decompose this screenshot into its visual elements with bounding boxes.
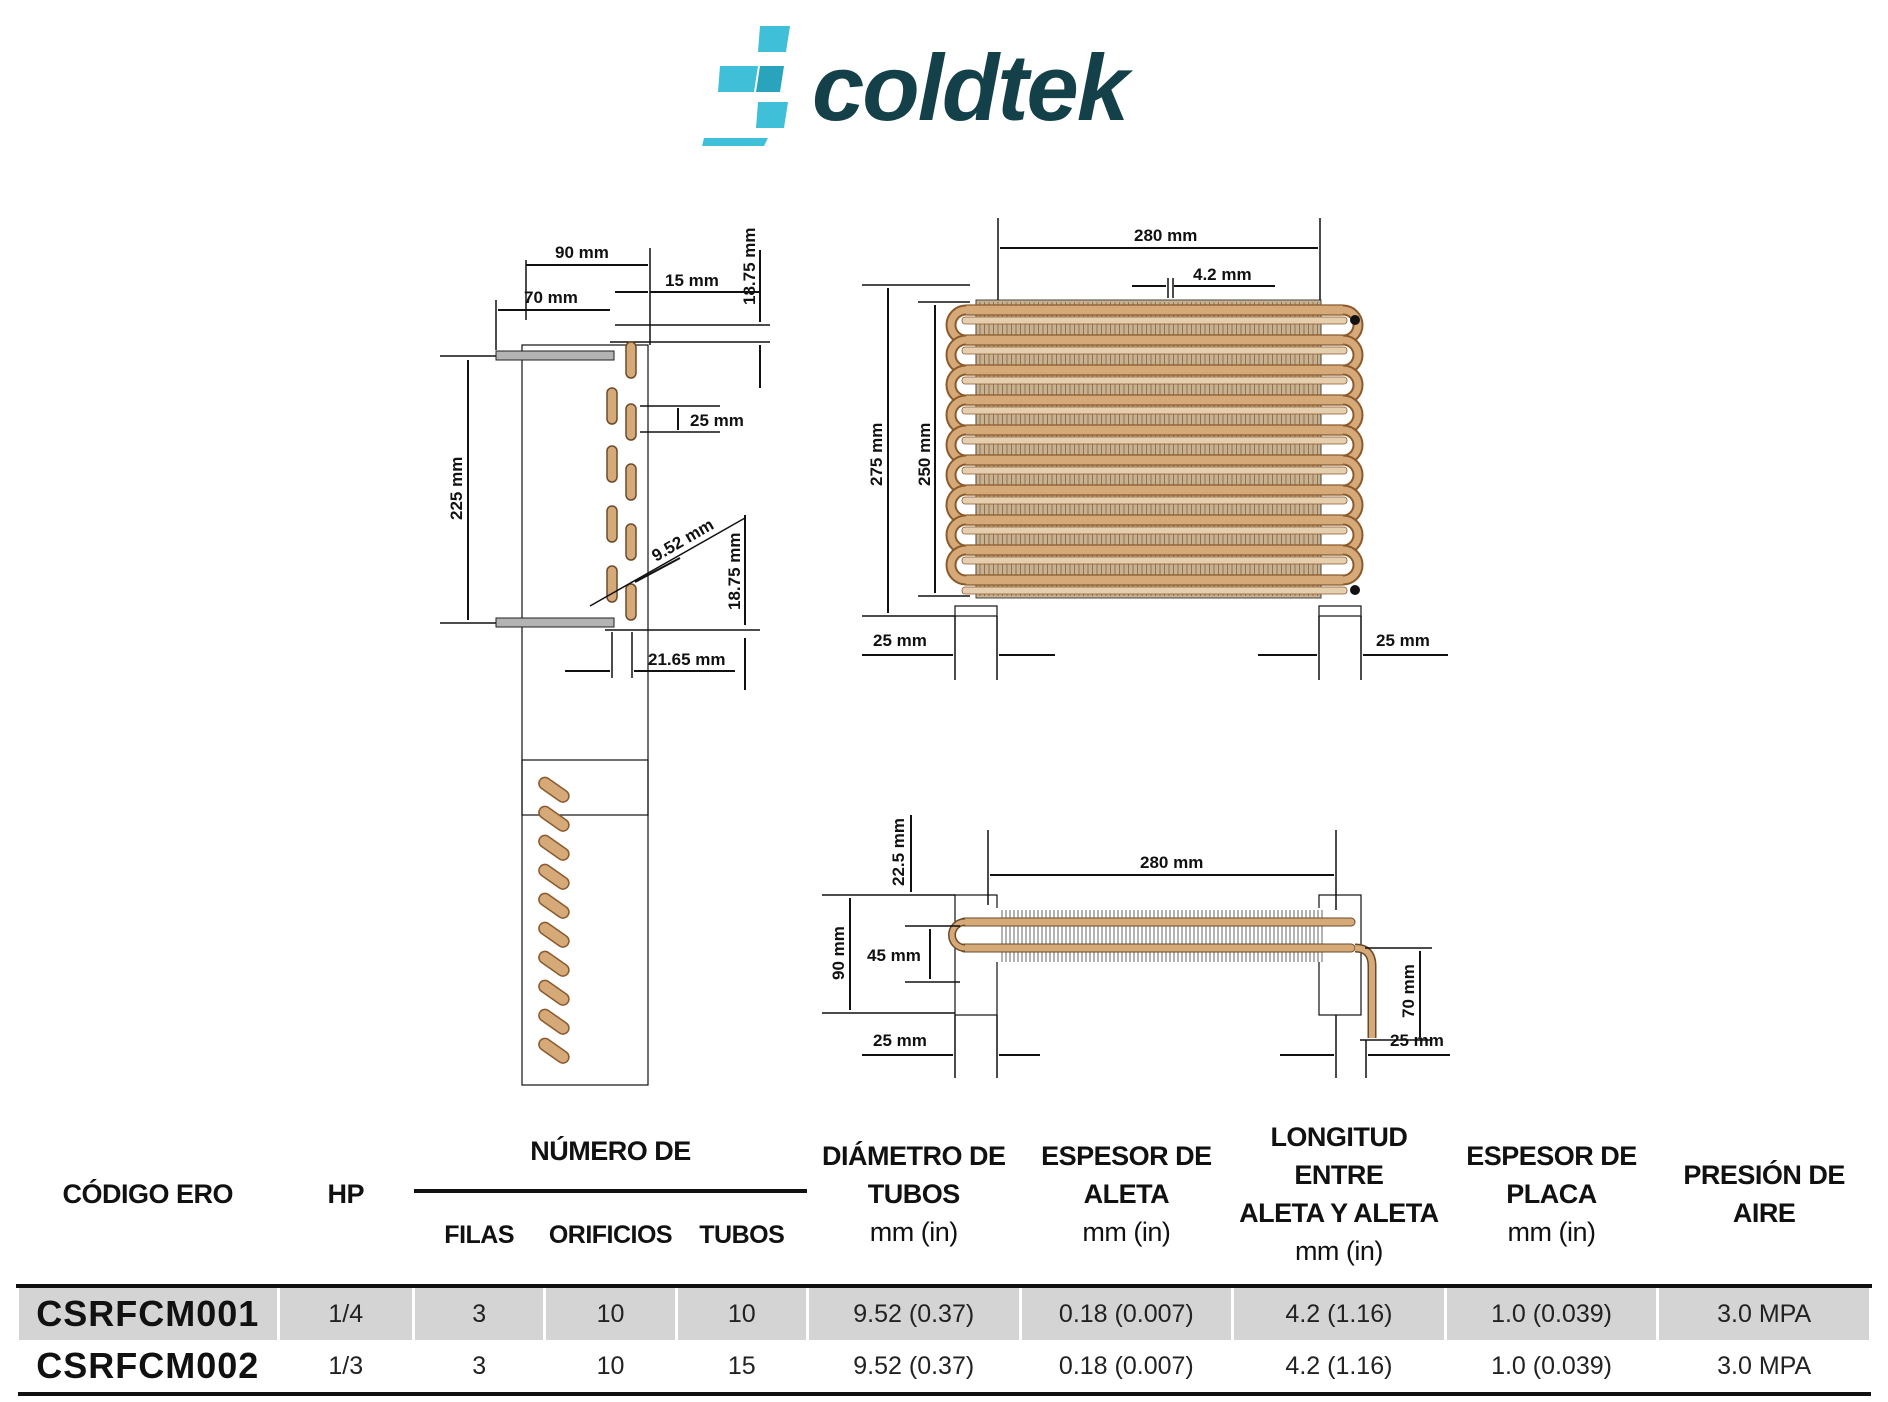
header-hp: HP <box>327 1179 365 1209</box>
cell-code: CSRFCM001 <box>16 1284 280 1340</box>
header-orificios: ORIFICIOS <box>548 1221 673 1250</box>
cell-presion: 3.0 MPA <box>1656 1284 1872 1340</box>
side-width-inner-label: 70 mm <box>524 288 578 307</box>
top-offset-label: 22.5 mm <box>889 818 908 886</box>
cell-tubos: 15 <box>676 1340 808 1396</box>
header-numero-de: NÚMERO DE <box>413 1118 808 1193</box>
brand-wordmark: coldtek <box>812 35 1134 140</box>
top-left-end-label: 25 mm <box>873 1031 927 1050</box>
front-left-end-label: 25 mm <box>873 631 927 650</box>
cell-espesor-aleta: 0.18 (0.007) <box>1020 1340 1233 1396</box>
cell-espesor-placa: 1.0 (0.039) <box>1443 1284 1660 1340</box>
header-tubos: TUBOS <box>699 1221 785 1250</box>
side-gap-label: 15 mm <box>665 271 719 290</box>
cell-hp: 1/4 <box>276 1284 416 1340</box>
cell-longitud: 4.2 (1.16) <box>1232 1340 1446 1396</box>
logo-mark-icon <box>702 26 790 146</box>
coldtek-logo: coldtek <box>702 26 1136 146</box>
side-height-label: 225 mm <box>447 457 466 520</box>
cell-code: CSRFCM002 <box>17 1340 279 1396</box>
top-width-label: 280 mm <box>1140 853 1203 872</box>
top-stub-label: 70 mm <box>1399 964 1418 1018</box>
cell-hp: 1/3 <box>278 1340 414 1396</box>
front-fin-pitch-label: 4.2 mm <box>1193 265 1252 284</box>
top-inner-label: 45 mm <box>867 946 921 965</box>
front-right-end-label: 25 mm <box>1376 631 1430 650</box>
header-filas: FILAS <box>444 1221 515 1250</box>
cell-tubos: 10 <box>674 1284 809 1340</box>
cell-espesor-placa: 1.0 (0.039) <box>1445 1340 1658 1396</box>
cell-longitud: 4.2 (1.16) <box>1231 1284 1447 1340</box>
table-row: CSRFCM001 1/4 3 10 10 9.52 (0.37) 0.18 (… <box>16 1284 1872 1340</box>
side-top-offset-label: 18.75 mm <box>740 228 759 306</box>
end-view-drawing <box>521 759 649 1086</box>
front-height-inner-label: 250 mm <box>915 423 934 486</box>
top-depth-label: 90 mm <box>829 926 848 980</box>
cell-diametro: 9.52 (0.37) <box>805 1284 1022 1340</box>
cell-filas: 3 <box>413 1340 545 1396</box>
cell-orificios: 10 <box>544 1340 677 1396</box>
side-view-drawing: 90 mm 70 mm 15 mm 18.75 mm 225 mm <box>440 228 770 816</box>
top-right-end-label: 25 mm <box>1390 1031 1444 1050</box>
front-width-label: 280 mm <box>1134 226 1197 245</box>
side-bottom-offset-label: 18.75 mm <box>725 533 744 611</box>
side-row-pitch-label: 21.65 mm <box>648 650 726 669</box>
cell-diametro: 9.52 (0.37) <box>807 1340 1021 1396</box>
cell-presion: 3.0 MPA <box>1657 1340 1871 1396</box>
cell-filas: 3 <box>411 1284 547 1340</box>
front-view-drawing: 280 mm 4.2 mm 275 mm 250 mm 25 mm 25 mm <box>862 218 1448 680</box>
side-width-total-label: 90 mm <box>555 243 609 262</box>
front-height-outer-label: 275 mm <box>867 423 886 486</box>
side-pitch-label: 25 mm <box>690 411 744 430</box>
top-view-drawing: 280 mm 22.5 mm 90 mm 45 mm 70 mm 25 mm 2… <box>822 815 1450 1078</box>
cell-espesor-aleta: 0.18 (0.007) <box>1018 1284 1235 1340</box>
table-row: CSRFCM002 1/3 3 10 15 9.52 (0.37) 0.18 (… <box>17 1340 1871 1396</box>
cell-orificios: 10 <box>543 1284 678 1340</box>
technical-drawings: 90 mm 70 mm 15 mm 18.75 mm 225 mm <box>440 218 1450 1086</box>
header-code: CÓDIGO ERO <box>62 1179 234 1209</box>
